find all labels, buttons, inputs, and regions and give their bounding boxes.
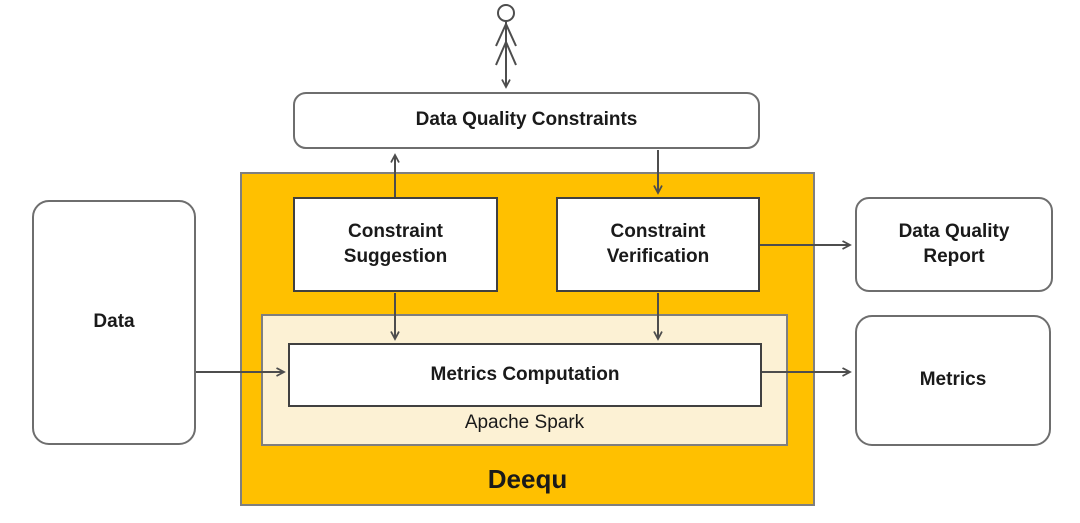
constraint-suggestion-box: Constraint Suggestion (293, 197, 498, 292)
data-quality-constraints-label: Data Quality Constraints (415, 109, 638, 131)
data-label: Data (93, 311, 135, 333)
metrics-label: Metrics (919, 369, 987, 391)
metrics-computation-box: Metrics Computation (288, 343, 762, 407)
user-actor-icon (495, 4, 517, 87)
apache-spark-label: Apache Spark (464, 412, 585, 433)
metrics-computation-label: Metrics Computation (430, 363, 620, 385)
data-box: Data (32, 200, 196, 445)
constraint-suggestion-label: Constraint Suggestion (343, 220, 448, 267)
data-quality-report-box: Data Quality Report (855, 197, 1053, 292)
metrics-box: Metrics (855, 315, 1051, 446)
data-quality-report-label: Data Quality Report (898, 220, 1010, 267)
data-quality-constraints-box: Data Quality Constraints (293, 92, 760, 149)
constraint-verification-box: Constraint Verification (556, 197, 760, 292)
deequ-label: Deequ (487, 464, 568, 494)
constraint-verification-label: Constraint Verification (606, 220, 710, 267)
